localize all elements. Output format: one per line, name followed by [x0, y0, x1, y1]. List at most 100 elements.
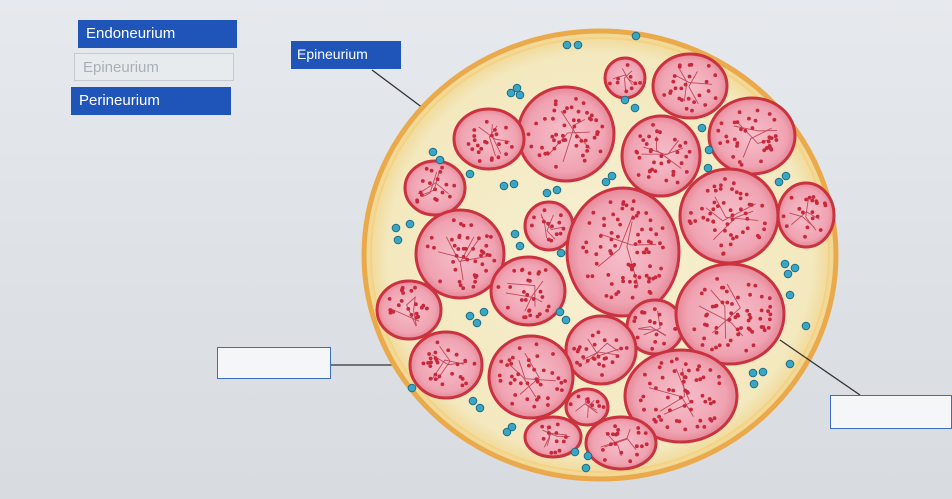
nerve-fiber — [631, 199, 636, 204]
nerve-fiber — [547, 425, 552, 430]
nerve-fiber — [644, 247, 649, 252]
blood-vessel — [472, 318, 482, 328]
nerve-fiber — [629, 86, 634, 91]
nerve-fiber — [592, 342, 597, 347]
nerve-fiber — [730, 217, 735, 222]
nerve-fiber — [538, 289, 543, 294]
nerve-fiber — [470, 147, 475, 152]
nerve-fiber — [527, 363, 531, 368]
nerve-fiber — [684, 106, 689, 111]
nerve-fiber — [465, 257, 470, 262]
nerve-fiber — [633, 280, 638, 284]
blood-vessel — [783, 269, 793, 279]
nerve-fiber — [456, 247, 461, 251]
nerve-fiber — [594, 252, 599, 257]
nerve-fiber — [409, 288, 414, 293]
nerve-fiber — [463, 358, 468, 363]
endoneurium-septum — [406, 296, 417, 327]
drop-zone-right[interactable] — [830, 395, 952, 429]
endoneurium-septum — [546, 425, 551, 447]
nerve-fiber — [504, 140, 509, 145]
blood-vessel — [391, 223, 401, 233]
nerve-fiber — [540, 145, 544, 150]
nerve-fiber — [554, 439, 559, 444]
endoneurium-septum — [417, 182, 449, 195]
nerve-fiber — [767, 135, 772, 140]
nerve-fiber — [479, 146, 484, 151]
nerve-fiber — [421, 303, 426, 308]
nerve-fiber — [735, 327, 740, 332]
nerve-fiber — [695, 424, 700, 429]
nerve-fiber — [750, 330, 755, 334]
fascicle — [776, 181, 836, 249]
nerve-fiber — [428, 364, 433, 368]
nerve-fiber — [726, 343, 730, 347]
nerve-fiber — [693, 219, 698, 223]
nerve-fiber — [708, 368, 713, 372]
nerve-fiber — [426, 361, 430, 365]
nerve-fiber — [823, 203, 828, 208]
nerve-fiber — [396, 303, 401, 308]
nerve-fiber — [513, 393, 518, 397]
perineurium-boundary — [564, 314, 638, 386]
nerve-fiber — [435, 177, 440, 182]
nerve-fiber — [712, 200, 717, 205]
nerve-fiber — [703, 399, 708, 404]
nerve-fiber — [647, 276, 652, 281]
placed-label-epineurium[interactable]: Epineurium — [291, 41, 401, 69]
nerve-fiber — [429, 235, 434, 240]
nerve-fiber — [725, 300, 730, 305]
nerve-fiber — [718, 141, 723, 146]
nerve-fiber — [763, 221, 767, 226]
nerve-fiber — [708, 401, 713, 406]
word-bank-perineurium[interactable]: Perineurium — [71, 87, 231, 115]
nerve-fiber — [636, 430, 641, 435]
nerve-fiber — [582, 158, 587, 163]
nerve-fiber — [637, 239, 642, 244]
nerve-fiber — [710, 347, 714, 352]
nerve-fiber — [700, 393, 705, 398]
word-bank-epineurium[interactable]: Epineurium — [74, 53, 234, 81]
nerve-fiber — [609, 442, 613, 447]
nerve-fiber — [630, 266, 634, 271]
nerve-fiber — [584, 240, 589, 245]
nerve-fiber — [721, 201, 726, 205]
nerve-fiber — [585, 149, 589, 153]
nerve-fiber — [554, 232, 559, 237]
nerve-fiber — [473, 279, 477, 284]
nerve-fiber — [440, 190, 445, 195]
nerve-fiber — [657, 273, 662, 278]
nerve-fiber — [666, 395, 670, 400]
nerve-fiber — [557, 220, 562, 225]
drop-zone-left[interactable] — [217, 347, 331, 379]
nerve-fiber — [610, 360, 615, 365]
nerve-fiber — [512, 377, 517, 382]
endoneurium-septum — [710, 289, 727, 339]
nerve-fiber — [458, 283, 463, 288]
nerve-fiber — [492, 258, 497, 263]
nerve-fiber — [700, 206, 704, 211]
nerve-fiber — [725, 139, 730, 144]
nerve-fiber — [586, 400, 591, 404]
nerve-fiber — [510, 145, 514, 149]
nerve-fiber — [525, 397, 530, 402]
nerve-fiber — [581, 153, 585, 158]
fascicle — [564, 314, 638, 386]
fascicles-group — [375, 52, 836, 471]
nerve-fiber — [437, 374, 442, 379]
endoneurium-septum — [437, 236, 481, 260]
nerve-fiber — [673, 86, 678, 91]
nerve-fiber — [550, 224, 554, 229]
nerve-fiber — [597, 362, 601, 366]
nerve-fiber — [428, 356, 433, 361]
nerve-fiber — [735, 141, 740, 146]
nerve-fiber — [738, 196, 743, 201]
nerve-fiber — [683, 427, 688, 432]
nerve-fiber — [641, 394, 646, 399]
nerve-fiber — [699, 291, 704, 296]
endoneurium-septum — [478, 126, 510, 142]
nerve-fiber — [728, 242, 733, 247]
nerve-fiber — [507, 358, 512, 362]
fascicle — [487, 334, 575, 420]
word-bank-endoneurium[interactable]: Endoneurium — [78, 20, 237, 48]
